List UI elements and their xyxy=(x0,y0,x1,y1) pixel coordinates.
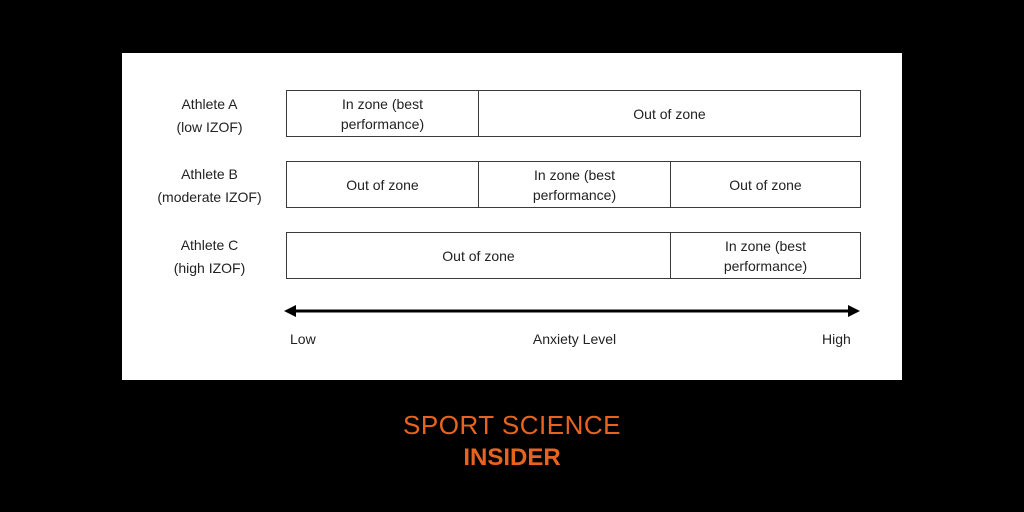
athlete-b-bar: Out of zone In zone (best performance) O… xyxy=(286,161,861,208)
athlete-c-bar: Out of zone In zone (best performance) xyxy=(286,232,861,279)
athlete-b-out-zone-high-segment: Out of zone xyxy=(670,162,860,207)
axis-high-label: High xyxy=(822,331,851,347)
athlete-a-out-zone-segment: Out of zone xyxy=(478,91,860,136)
axis-arrowhead-right xyxy=(848,305,860,317)
diagram-panel: Athlete A (low IZOF) In zone (best perfo… xyxy=(122,53,902,380)
athlete-a-level: (low IZOF) xyxy=(176,119,243,135)
axis-title: Anxiety Level xyxy=(532,331,617,347)
athlete-a-label: Athlete A (low IZOF) xyxy=(137,93,282,139)
athlete-c-level: (high IZOF) xyxy=(173,260,246,276)
athlete-c-name: Athlete C xyxy=(180,237,239,253)
athlete-b-label: Athlete B (moderate IZOF) xyxy=(137,163,282,209)
axis-arrowhead-left xyxy=(284,305,296,317)
brand-logo-line1: SPORT SCIENCE xyxy=(403,410,621,440)
anxiety-axis-arrow xyxy=(284,305,860,317)
athlete-c-out-zone-segment: Out of zone xyxy=(442,247,515,264)
brand-logo-line2: INSIDER xyxy=(463,444,561,471)
athlete-a-bar: In zone (best performance) Out of zone xyxy=(286,90,861,137)
athlete-b-out-zone-low-segment: Out of zone xyxy=(346,176,419,193)
athlete-b-in-zone-segment: In zone (best performance) xyxy=(478,162,670,207)
athlete-c-label: Athlete C (high IZOF) xyxy=(137,234,282,280)
athlete-b-name: Athlete B xyxy=(181,166,238,182)
athlete-c-in-zone-segment: In zone (best performance) xyxy=(670,233,860,278)
axis-low-label: Low xyxy=(290,331,316,347)
athlete-a-in-zone-segment: In zone (best performance) xyxy=(340,95,425,132)
athlete-b-level: (moderate IZOF) xyxy=(157,189,262,205)
athlete-a-name: Athlete A xyxy=(181,96,238,112)
